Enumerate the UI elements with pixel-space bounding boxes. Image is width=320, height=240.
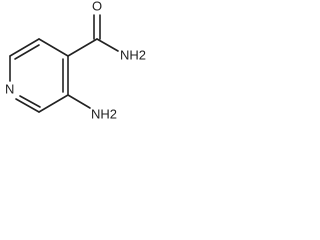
amino-group bbox=[67, 94, 91, 109]
molecule-structure: N O NH2 NH2 bbox=[5, 0, 146, 121]
ring-nitrogen-label: N bbox=[5, 81, 14, 96]
bond-n-c3 bbox=[15, 98, 40, 113]
bond-c1-c2-inner bbox=[14, 44, 40, 60]
bond-c1-c2 bbox=[9, 38, 40, 57]
bond-ring-carbonyl bbox=[67, 38, 98, 57]
pyridine-ring bbox=[9, 38, 69, 113]
bond-carbonyl-n bbox=[96, 38, 119, 52]
bond-c3-c4 bbox=[38, 94, 69, 113]
carbonyl-oxygen-label: O bbox=[92, 0, 102, 13]
amino-nh2-label: NH2 bbox=[91, 106, 117, 121]
bond-ring-amino bbox=[67, 94, 91, 109]
carboxamide-group bbox=[67, 14, 119, 57]
bond-c5-c1 bbox=[38, 38, 69, 57]
bond-n-c3-inner bbox=[19, 95, 41, 108]
amide-nh2-label: NH2 bbox=[120, 47, 146, 62]
